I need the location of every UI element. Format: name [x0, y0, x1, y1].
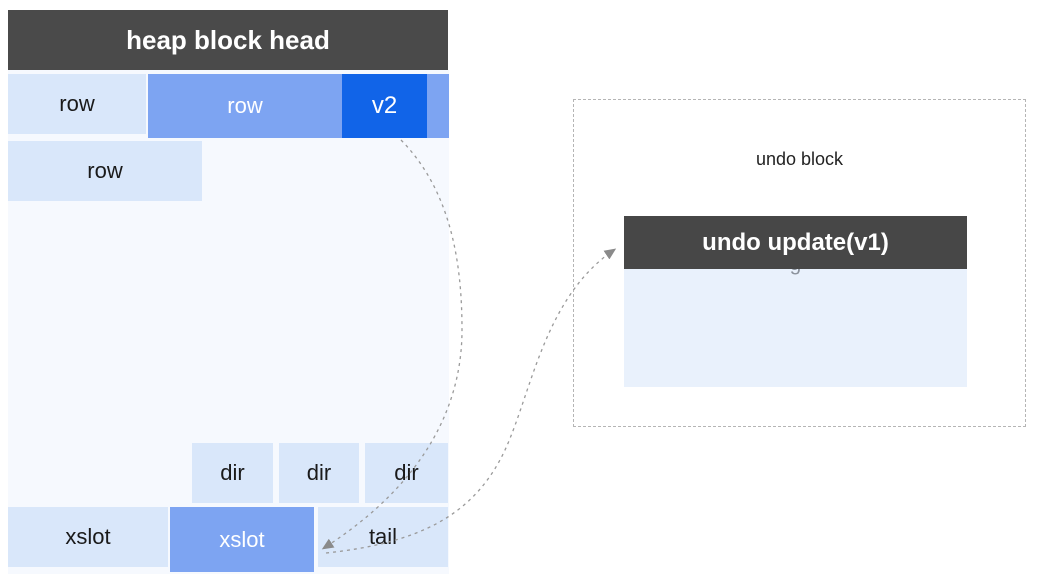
- tail-cell: tail: [318, 507, 448, 567]
- undo-update-body: g: [624, 252, 967, 387]
- row-cell-3: row: [8, 141, 202, 201]
- v2-cell: v2: [342, 74, 427, 138]
- dir-cell-2: dir: [279, 443, 359, 503]
- undo-block-label: undo block: [755, 148, 844, 169]
- row-cell-1: row: [8, 74, 146, 134]
- dir-cell-3: dir: [365, 443, 448, 503]
- row-cell-2: row v2: [148, 74, 449, 138]
- dir-cell-1: dir: [192, 443, 273, 503]
- xslot-cell-2: xslot: [170, 507, 314, 572]
- undo-update-header: undo update(v1): [624, 216, 967, 269]
- heap-block-head: heap block head: [8, 10, 448, 70]
- xslot-cell-1: xslot: [8, 507, 168, 567]
- row-cell-2-label: row: [227, 93, 263, 118]
